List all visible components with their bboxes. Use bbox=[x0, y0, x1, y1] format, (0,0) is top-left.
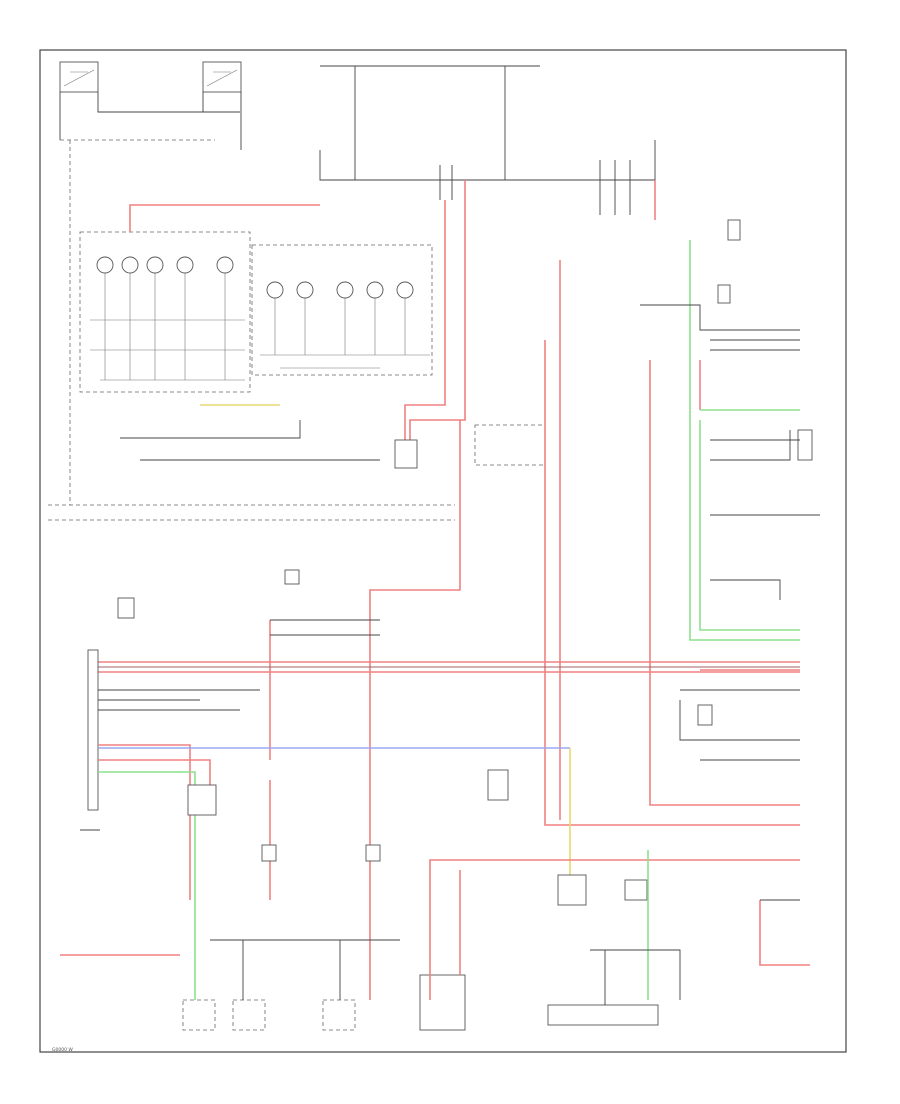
switch-cluster-right bbox=[251, 244, 433, 376]
switch-cluster-right-bulbs bbox=[266, 281, 414, 299]
center-right-relay bbox=[474, 424, 546, 466]
mid-small-relays bbox=[117, 569, 509, 862]
left-connector-block bbox=[87, 649, 99, 811]
bottom-switch-3 bbox=[322, 999, 356, 1031]
top-left-relay-2 bbox=[202, 61, 242, 93]
right-connector-2 bbox=[717, 284, 731, 304]
right-connector-4 bbox=[697, 704, 713, 726]
bottom-switch-2 bbox=[232, 999, 266, 1031]
top-left-relay-1 bbox=[59, 61, 99, 93]
right-connector-3 bbox=[797, 429, 813, 461]
diagram-frame bbox=[39, 49, 847, 1053]
bottom-switch-1 bbox=[182, 999, 216, 1031]
bottom-module-right bbox=[547, 1004, 659, 1026]
switch-cluster-left bbox=[79, 231, 251, 393]
mid-bottom-component-2 bbox=[624, 879, 648, 901]
right-connector-top bbox=[727, 219, 741, 241]
center-relay bbox=[394, 439, 418, 469]
switch-cluster-left-bulbs bbox=[96, 256, 234, 274]
bottom-relay-center bbox=[419, 974, 466, 1031]
mid-bottom-component bbox=[557, 874, 587, 906]
footer-label: G0000 W bbox=[52, 1047, 73, 1053]
